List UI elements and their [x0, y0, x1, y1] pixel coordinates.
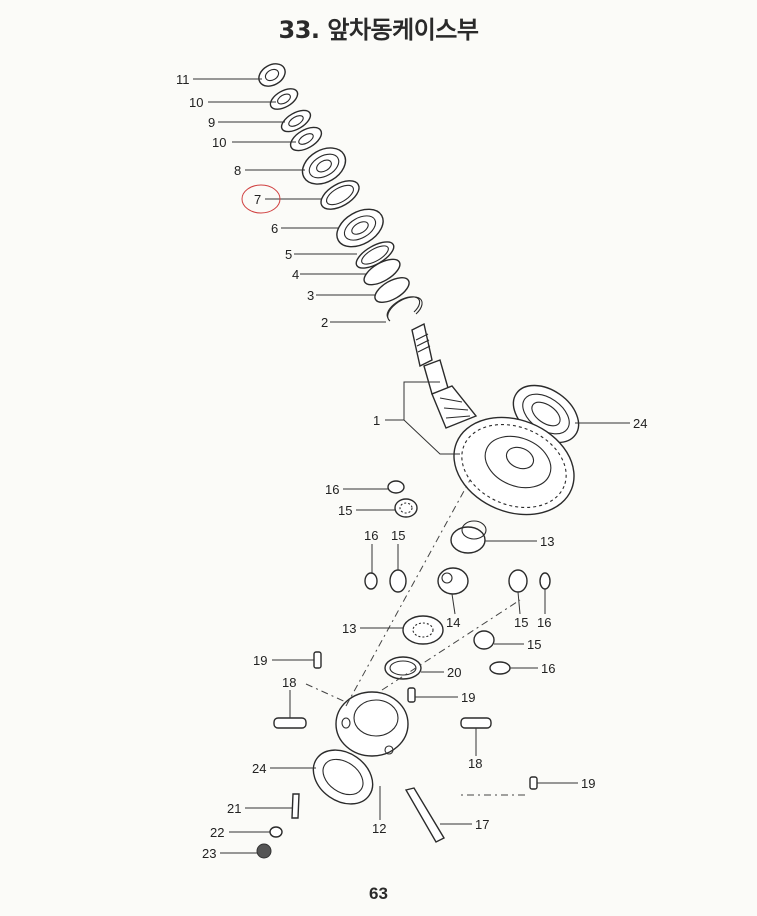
callout-8: 8: [234, 163, 241, 178]
page-title: 33. 앞차동케이스부: [278, 16, 479, 44]
side-pinion-15-c: [508, 569, 528, 593]
pin-19-a: [313, 651, 322, 669]
callout-19-c: 19: [581, 776, 595, 791]
collar-7: [320, 180, 360, 210]
callout-11: 11: [176, 72, 190, 87]
shaft-17: [404, 787, 445, 843]
washer-16-d: [489, 661, 511, 675]
nut-23: [256, 843, 272, 859]
callout-16-c: 16: [537, 615, 551, 630]
callout-19-b: 19: [461, 690, 475, 705]
callout-12: 12: [372, 821, 386, 836]
washer-16-a: [387, 480, 405, 494]
lock-washer-9: [280, 109, 312, 133]
callout-18-a: 18: [282, 675, 296, 690]
callout-15-c: 15: [514, 615, 528, 630]
callout-21: 21: [227, 801, 241, 816]
washer-22: [269, 826, 283, 838]
callout-2: 2: [321, 315, 328, 330]
callout-6: 6: [271, 221, 278, 236]
callout-7: 7: [254, 192, 261, 207]
stud-21: [291, 793, 300, 819]
washer-10-upper: [269, 88, 299, 110]
snap-ring-2: [386, 296, 423, 322]
callout-15-d: 15: [527, 637, 541, 652]
callout-18-b: 18: [468, 756, 482, 771]
ball-bearing-8: [301, 147, 347, 185]
callout-20: 20: [447, 665, 461, 680]
bevel-pinion-shaft-1: [411, 322, 478, 429]
taper-bearing-24-lower: [312, 749, 374, 805]
side-gear-13-upper: [450, 520, 487, 554]
callout-24-upper: 24: [633, 416, 647, 431]
callout-14: 14: [446, 615, 460, 630]
side-pinion-15-d: [473, 630, 495, 650]
callout-16-a: 16: [325, 482, 339, 497]
pin-18-a: [273, 717, 307, 729]
highlight-circle: [241, 184, 281, 214]
pin-18-b: [460, 717, 492, 729]
page-number: 63: [369, 884, 388, 903]
callout-4: 4: [292, 267, 299, 282]
pin-19-b: [407, 687, 416, 703]
side-pinion-15-b: [389, 569, 407, 593]
callout-22: 22: [210, 825, 224, 840]
side-gear-13-lower: [402, 615, 444, 645]
callout-5: 5: [285, 247, 292, 262]
pin-19-c: [529, 776, 538, 790]
ring-gear: [453, 416, 575, 516]
callout-10-upper: 10: [189, 95, 203, 110]
leader-lines: [193, 78, 630, 854]
callout-24-lower: 24: [252, 761, 266, 776]
washer-10-lower: [289, 126, 323, 152]
thrust-washer-20: [384, 656, 422, 680]
side-pinion-15-a: [394, 498, 418, 518]
callout-17: 17: [475, 817, 489, 832]
callout-15-a: 15: [338, 503, 352, 518]
bearing-nut-11: [258, 63, 286, 87]
ring-3: [374, 277, 410, 303]
callout-19-a: 19: [253, 653, 267, 668]
callout-1: 1: [373, 413, 380, 428]
callout-16-d: 16: [541, 661, 555, 676]
callout-3: 3: [307, 288, 314, 303]
shim-4: [363, 258, 401, 286]
washer-16-c: [539, 572, 551, 590]
callout-9: 9: [208, 115, 215, 130]
callout-10-lower: 10: [212, 135, 226, 150]
ball-bearing-6: [336, 208, 384, 248]
callout-23: 23: [202, 846, 216, 861]
callout-13-lower: 13: [342, 621, 356, 636]
callout-13-upper: 13: [540, 534, 554, 549]
diff-case-12: [335, 691, 409, 757]
callout-16-b: 16: [364, 528, 378, 543]
washer-16-b: [364, 572, 378, 590]
callout-15-b: 15: [391, 528, 405, 543]
spider-14: [437, 567, 469, 595]
